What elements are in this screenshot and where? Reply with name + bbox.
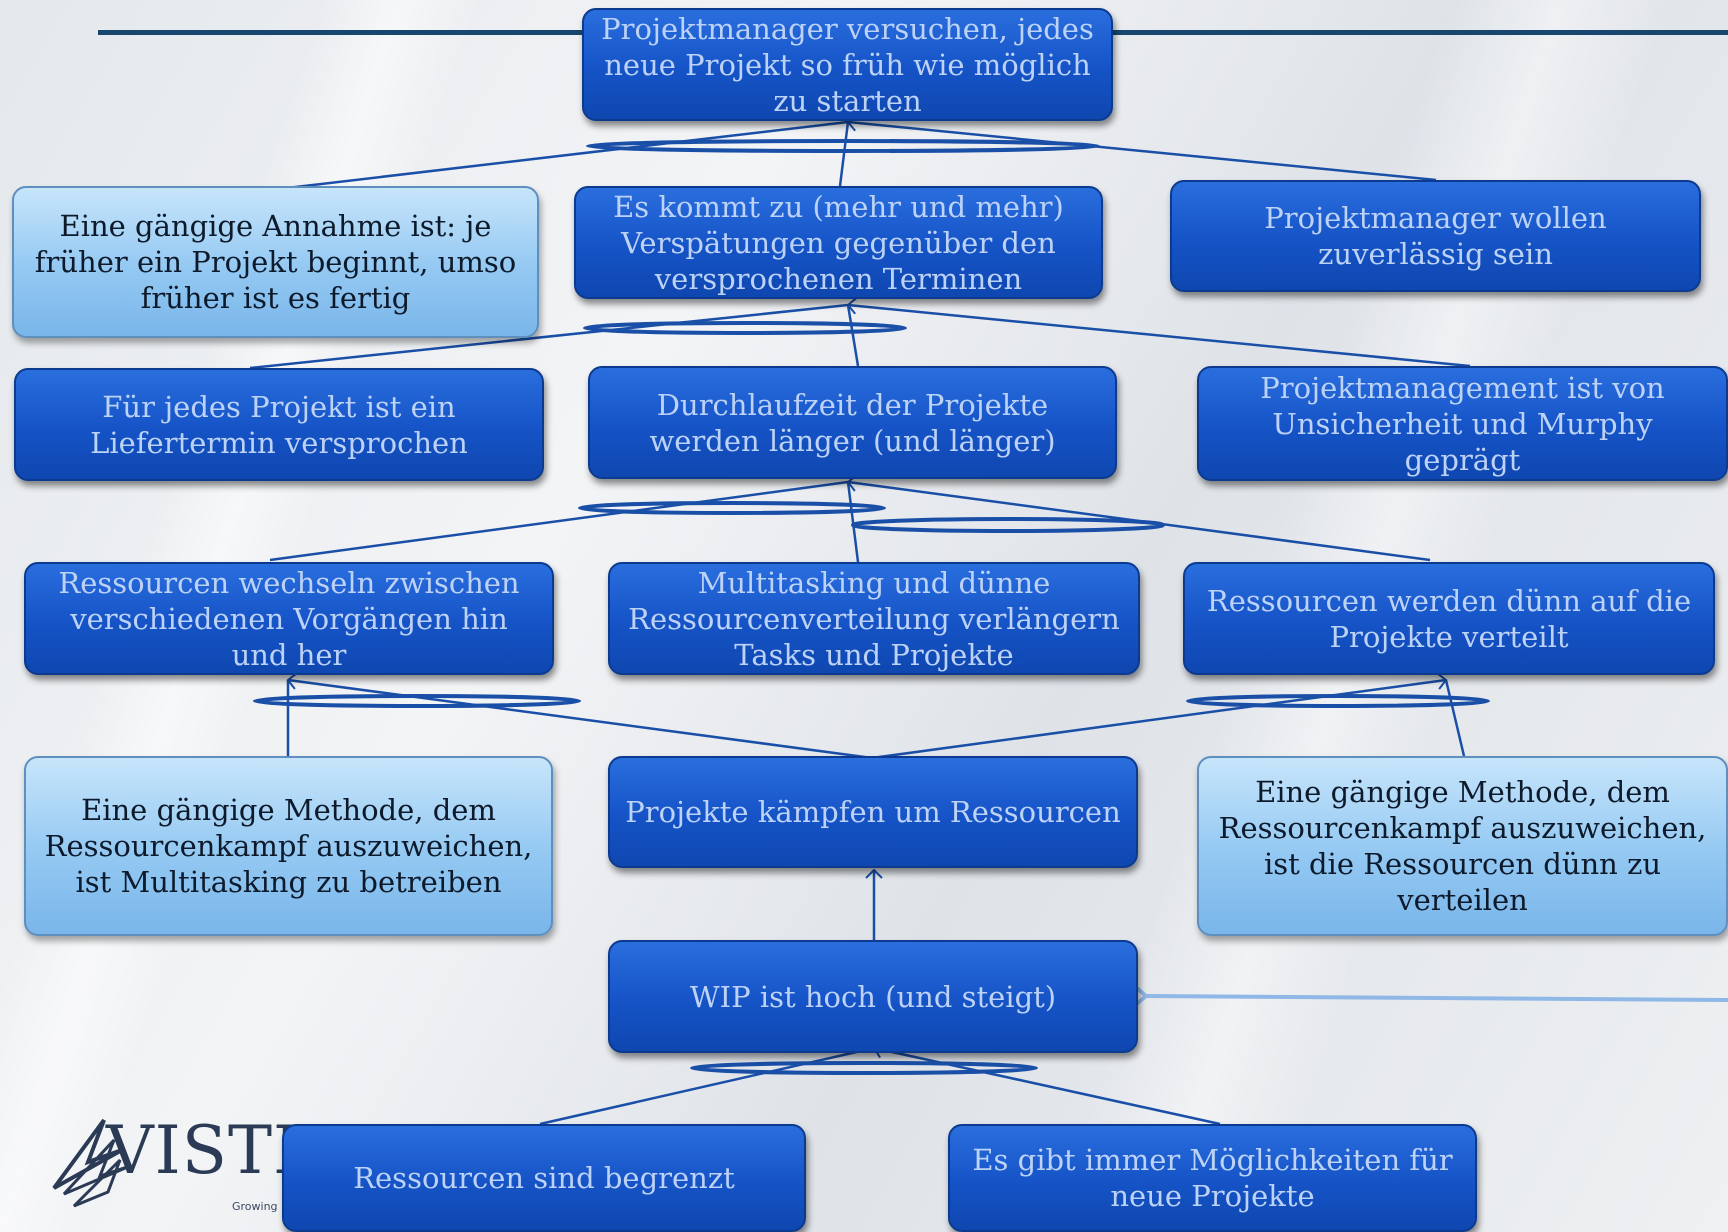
box-leadtime: Durchlaufzeit der Projekte werden länger… — [588, 366, 1117, 479]
box-text: Es gibt immer Möglichkeiten für neue Pro… — [972, 1143, 1453, 1213]
and-connector — [690, 1061, 1038, 1075]
and-connector — [586, 139, 1100, 153]
box-text: Projektmanager versuchen, jedes neue Pro… — [601, 11, 1094, 118]
connector-line — [269, 120, 849, 192]
box-text: Projektmanager wollen zuverlässig sein — [1264, 201, 1607, 271]
and-connector — [583, 321, 907, 335]
box-text: Durchlaufzeit der Projekte werden länger… — [649, 387, 1056, 458]
feedback-arrow — [1130, 982, 1728, 1010]
box-text: Es kommt zu (mehr und mehr) Verspätungen… — [613, 189, 1064, 296]
box-thin-spread: Ressourcen werden dünn auf die Projekte … — [1183, 562, 1715, 675]
box-uncertainty: Projektmanagement ist von Unsicherheit u… — [1197, 366, 1728, 481]
and-connector — [851, 517, 1165, 533]
connector-line — [249, 303, 849, 370]
box-resources-limited: Ressourcen sind begrenzt — [282, 1124, 806, 1232]
box-text: Eine gängige Methode, dem Ressourcenkamp… — [44, 793, 533, 899]
connector-line — [871, 672, 1448, 760]
box-text: Multitasking und dünne Ressourcenverteil… — [628, 565, 1120, 672]
box-new-opportunities: Es gibt immer Möglichkeiten für neue Pro… — [948, 1124, 1477, 1232]
box-switching: Ressourcen wechseln zwischen verschieden… — [24, 562, 554, 675]
box-text: Ressourcen wechseln zwischen verschieden… — [58, 565, 520, 672]
box-text: Eine gängige Methode, dem Ressourcenkamp… — [1218, 775, 1707, 917]
box-wip: WIP ist hoch (und steigt) — [608, 940, 1138, 1053]
box-top-start-early: Projektmanager versuchen, jedes neue Pro… — [582, 8, 1113, 121]
box-delivery-date: Für jedes Projekt ist ein Liefertermin v… — [14, 368, 544, 481]
connector-line — [846, 304, 860, 367]
box-method-multitasking: Eine gängige Methode, dem Ressourcenkamp… — [24, 756, 553, 936]
connector-line — [286, 672, 873, 760]
vistem-logo-icon — [52, 1118, 131, 1208]
box-resource-fight: Projekte kämpfen um Ressourcen — [608, 756, 1138, 868]
connector-line — [846, 114, 1437, 182]
logo-tagline: Growing — [232, 1200, 278, 1213]
box-text: Für jedes Projekt ist ein Liefertermin v… — [90, 389, 468, 460]
box-method-thin-spread: Eine gängige Methode, dem Ressourcenkamp… — [1197, 756, 1728, 936]
box-delays: Es kommt zu (mehr und mehr) Verspätungen… — [574, 186, 1103, 299]
box-text: Ressourcen werden dünn auf die Projekte … — [1206, 583, 1692, 654]
box-text: WIP ist hoch (und steigt) — [689, 979, 1057, 1014]
box-text: Projekte kämpfen um Ressourcen — [625, 795, 1121, 829]
box-pm-reliable: Projektmanager wollen zuverlässig sein — [1170, 180, 1701, 292]
connector-line — [838, 121, 850, 187]
connector-line — [1444, 679, 1466, 757]
box-common-assumption: Eine gängige Annahme ist: je früher ein … — [12, 186, 539, 338]
box-text: Ressourcen sind begrenzt — [353, 1161, 735, 1195]
connector-line — [539, 1046, 875, 1126]
box-text: Eine gängige Annahme ist: je früher ein … — [34, 209, 517, 315]
connector-line — [846, 481, 860, 563]
connector-line — [269, 480, 849, 562]
box-text: Projektmanagement ist von Unsicherheit u… — [1260, 370, 1665, 477]
and-connector — [1186, 694, 1490, 708]
and-connector — [578, 501, 886, 515]
connector-line — [846, 297, 1471, 368]
box-multitasking: Multitasking und dünne Ressourcenverteil… — [608, 562, 1140, 675]
and-connector — [253, 694, 581, 708]
connector-line — [872, 1041, 1221, 1126]
